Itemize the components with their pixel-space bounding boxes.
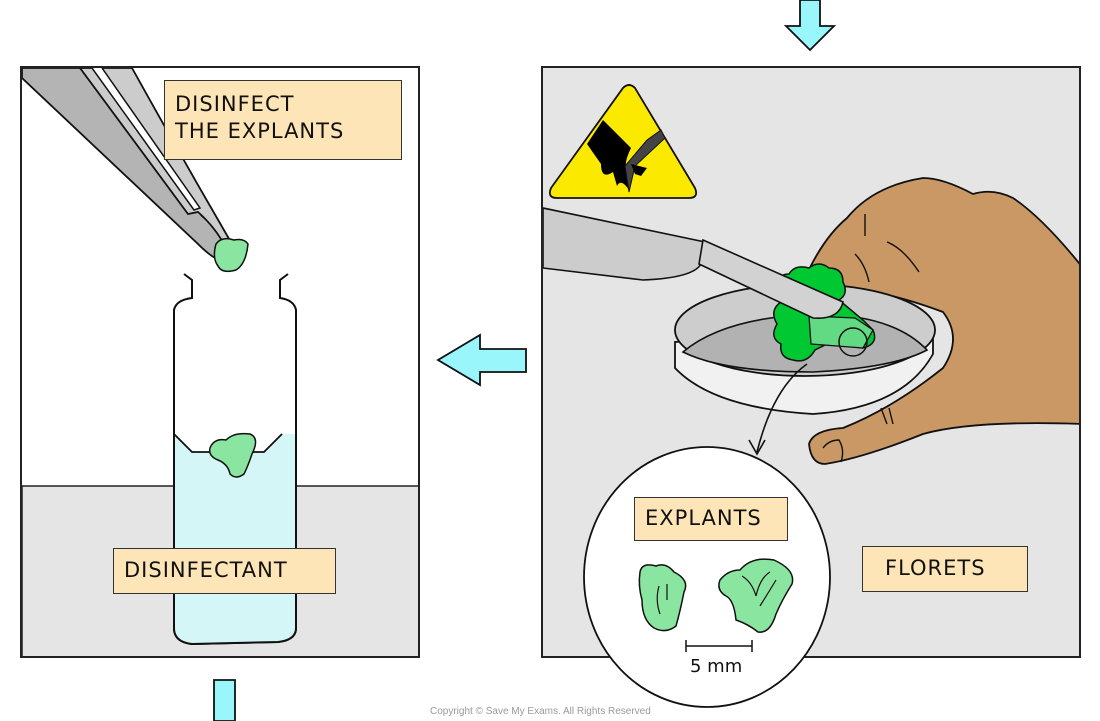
knife — [543, 207, 844, 319]
scale-bar-label: 5 mm — [690, 656, 743, 677]
selected-floret-circle — [838, 327, 868, 357]
arrow-down-bottom-icon — [213, 679, 236, 721]
explant-in-liquid — [208, 432, 257, 478]
zoom-arrow — [756, 363, 808, 453]
disinfect-label: DISINFECT THE EXPLANTS — [164, 80, 402, 160]
disinfect-label-line1: DISINFECT — [175, 92, 295, 116]
sharp-blade-warning-icon — [548, 84, 698, 199]
florets-label: FLORETS — [862, 546, 1028, 592]
arrow-down-top-icon — [783, 0, 837, 52]
copyright-notice: Copyright © Save My Exams. All Rights Re… — [430, 706, 651, 717]
disinfectant-label: DISINFECTANT — [113, 548, 336, 594]
explant-held-by-forceps — [213, 237, 249, 273]
disinfect-label-line2: THE EXPLANTS — [175, 119, 345, 143]
cutting-illustration — [543, 84, 1079, 465]
disinfect-panel — [20, 66, 420, 658]
hand — [803, 177, 1079, 465]
arrow-left-icon — [436, 333, 527, 387]
explants-label: EXPLANTS — [634, 497, 788, 541]
